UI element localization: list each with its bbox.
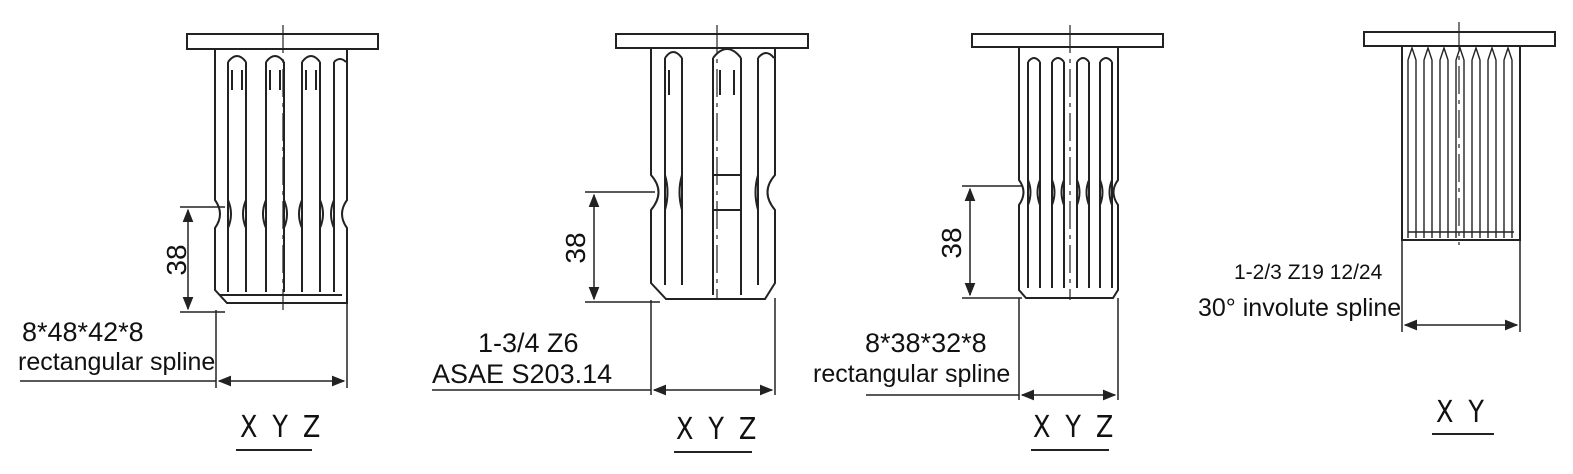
dimension-label-2: 38 — [560, 232, 591, 264]
flange-plate-2 — [615, 33, 809, 49]
variant-underline-3 — [1031, 449, 1109, 451]
shaft-body-4 — [1401, 46, 1521, 241]
spec-code-4: 1-2/3 Z19 12/24 — [1234, 261, 1383, 284]
dimension-label-1: 38 — [161, 244, 192, 276]
groove-2 — [664, 174, 759, 211]
flange-plate-3 — [971, 33, 1164, 48]
spec-type-3: rectangular spline — [813, 360, 1011, 388]
spline-tooth-3c — [1076, 57, 1090, 288]
variant-underline-4 — [1432, 433, 1494, 435]
spline-tooth-1d — [333, 58, 347, 292]
spline-shaft-drawing-3 — [866, 25, 1164, 401]
shaft-body-2 — [650, 48, 776, 300]
spec-code-1: 8*48*42*8 — [22, 317, 144, 347]
dimension-label-3: 38 — [936, 227, 967, 259]
shaft-body-3 — [1018, 47, 1119, 299]
spline-tooth-2a — [664, 51, 683, 285]
spline-shaft-drawing-4 — [1363, 22, 1556, 332]
spline-tooth-1c — [301, 55, 321, 292]
spline-tooth-3d — [1099, 57, 1113, 288]
variant-codes-4: X Y — [1436, 395, 1488, 430]
groove-1 — [227, 199, 335, 229]
variant-codes-1: X Y Z — [240, 410, 324, 445]
spec-type-2: ASAE S203.14 — [432, 359, 613, 389]
variant-underline-1 — [236, 449, 312, 451]
spline-tooth-3b — [1051, 57, 1065, 288]
spline-tooth-1b — [265, 55, 285, 292]
variant-codes-2: X Y Z — [676, 412, 760, 447]
spec-type-1: rectangular spline — [18, 348, 216, 376]
spec-type-4: 30° involute spline — [1198, 294, 1402, 322]
variant-underline-2 — [674, 451, 752, 453]
spline-tooth-2b — [712, 48, 742, 295]
spec-code-3: 8*38*32*8 — [865, 328, 987, 358]
spline-tooth-2c — [757, 52, 775, 285]
shaft-body-1 — [214, 49, 348, 304]
spline-tooth-1a — [227, 55, 247, 292]
involute-teeth-4 — [1407, 45, 1514, 238]
spline-tooth-3a — [1027, 57, 1041, 288]
groove-3 — [1027, 179, 1113, 206]
spec-code-2: 1-3/4 Z6 — [478, 328, 579, 358]
variant-codes-3: X Y Z — [1033, 410, 1117, 445]
spline-shaft-drawing-1 — [20, 25, 379, 388]
spline-shaft-drawing-2 — [432, 25, 809, 396]
